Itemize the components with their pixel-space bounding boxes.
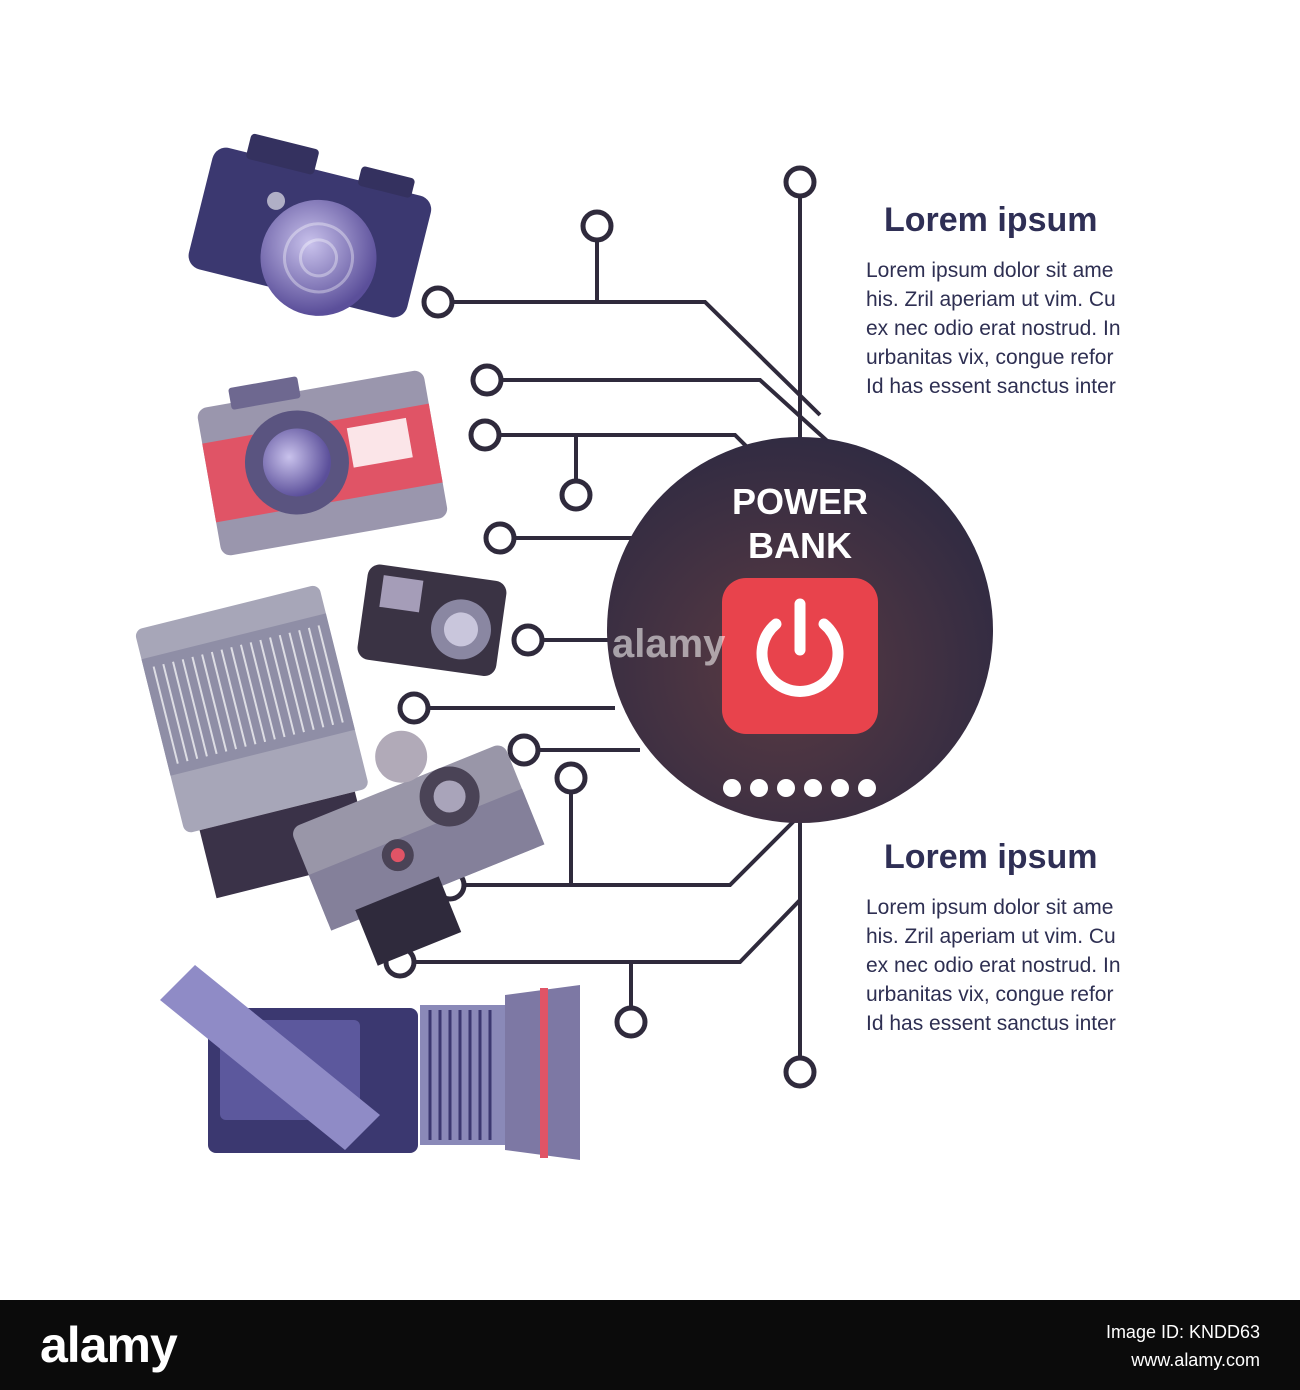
stock-footer-bar: alamy Image ID: KNDD63 www.alamy.com bbox=[0, 1300, 1300, 1390]
hub-title-line1: POWER bbox=[731, 481, 868, 522]
info-line: ex nec odio erat nostrud. In bbox=[866, 954, 1121, 977]
info-line: Id has essent sanctus inter bbox=[866, 1012, 1116, 1035]
video-camera-icon bbox=[160, 965, 580, 1160]
hub-title-line2: BANK bbox=[748, 525, 852, 566]
info-block-bottom: Lorem ipsum Lorem ipsum dolor sit ame hi… bbox=[866, 838, 1166, 1038]
power-button[interactable] bbox=[722, 578, 878, 734]
info-line: Lorem ipsum dolor sit ame bbox=[866, 259, 1114, 282]
info-line: urbanitas vix, congue refor bbox=[866, 983, 1114, 1006]
mirrorless-camera-icon bbox=[293, 730, 545, 966]
action-camera-icon bbox=[357, 564, 507, 677]
power-icon bbox=[756, 598, 844, 697]
retro-camera-icon bbox=[197, 370, 448, 556]
info-line: ex nec odio erat nostrud. In bbox=[866, 317, 1121, 340]
info-line: Lorem ipsum dolor sit ame bbox=[866, 896, 1114, 919]
info-line: his. Zril aperiam ut vim. Cu bbox=[866, 925, 1116, 948]
infographic-artwork bbox=[135, 133, 993, 1160]
info-line: Id has essent sanctus inter bbox=[866, 375, 1116, 398]
charge-indicator-dots bbox=[723, 779, 876, 797]
info-heading: Lorem ipsum bbox=[884, 838, 1098, 876]
footer-logo[interactable]: alamy bbox=[40, 1317, 178, 1373]
info-heading: Lorem ipsum bbox=[884, 201, 1098, 239]
watermark: alamy bbox=[612, 622, 726, 666]
info-line: urbanitas vix, congue refor bbox=[866, 346, 1114, 369]
hub-title: POWER BANK bbox=[700, 480, 900, 568]
site-link[interactable]: www.alamy.com bbox=[1131, 1350, 1260, 1370]
info-line: his. Zril aperiam ut vim. Cu bbox=[866, 288, 1116, 311]
image-id-text: Image ID: KNDD63 bbox=[1105, 1322, 1260, 1342]
power-bank-hub bbox=[607, 437, 993, 823]
info-block-top: Lorem ipsum Lorem ipsum dolor sit ame hi… bbox=[866, 201, 1166, 401]
footer-meta: Image ID: KNDD63 www.alamy.com bbox=[1106, 1318, 1260, 1374]
dslr-camera-icon bbox=[188, 133, 432, 318]
